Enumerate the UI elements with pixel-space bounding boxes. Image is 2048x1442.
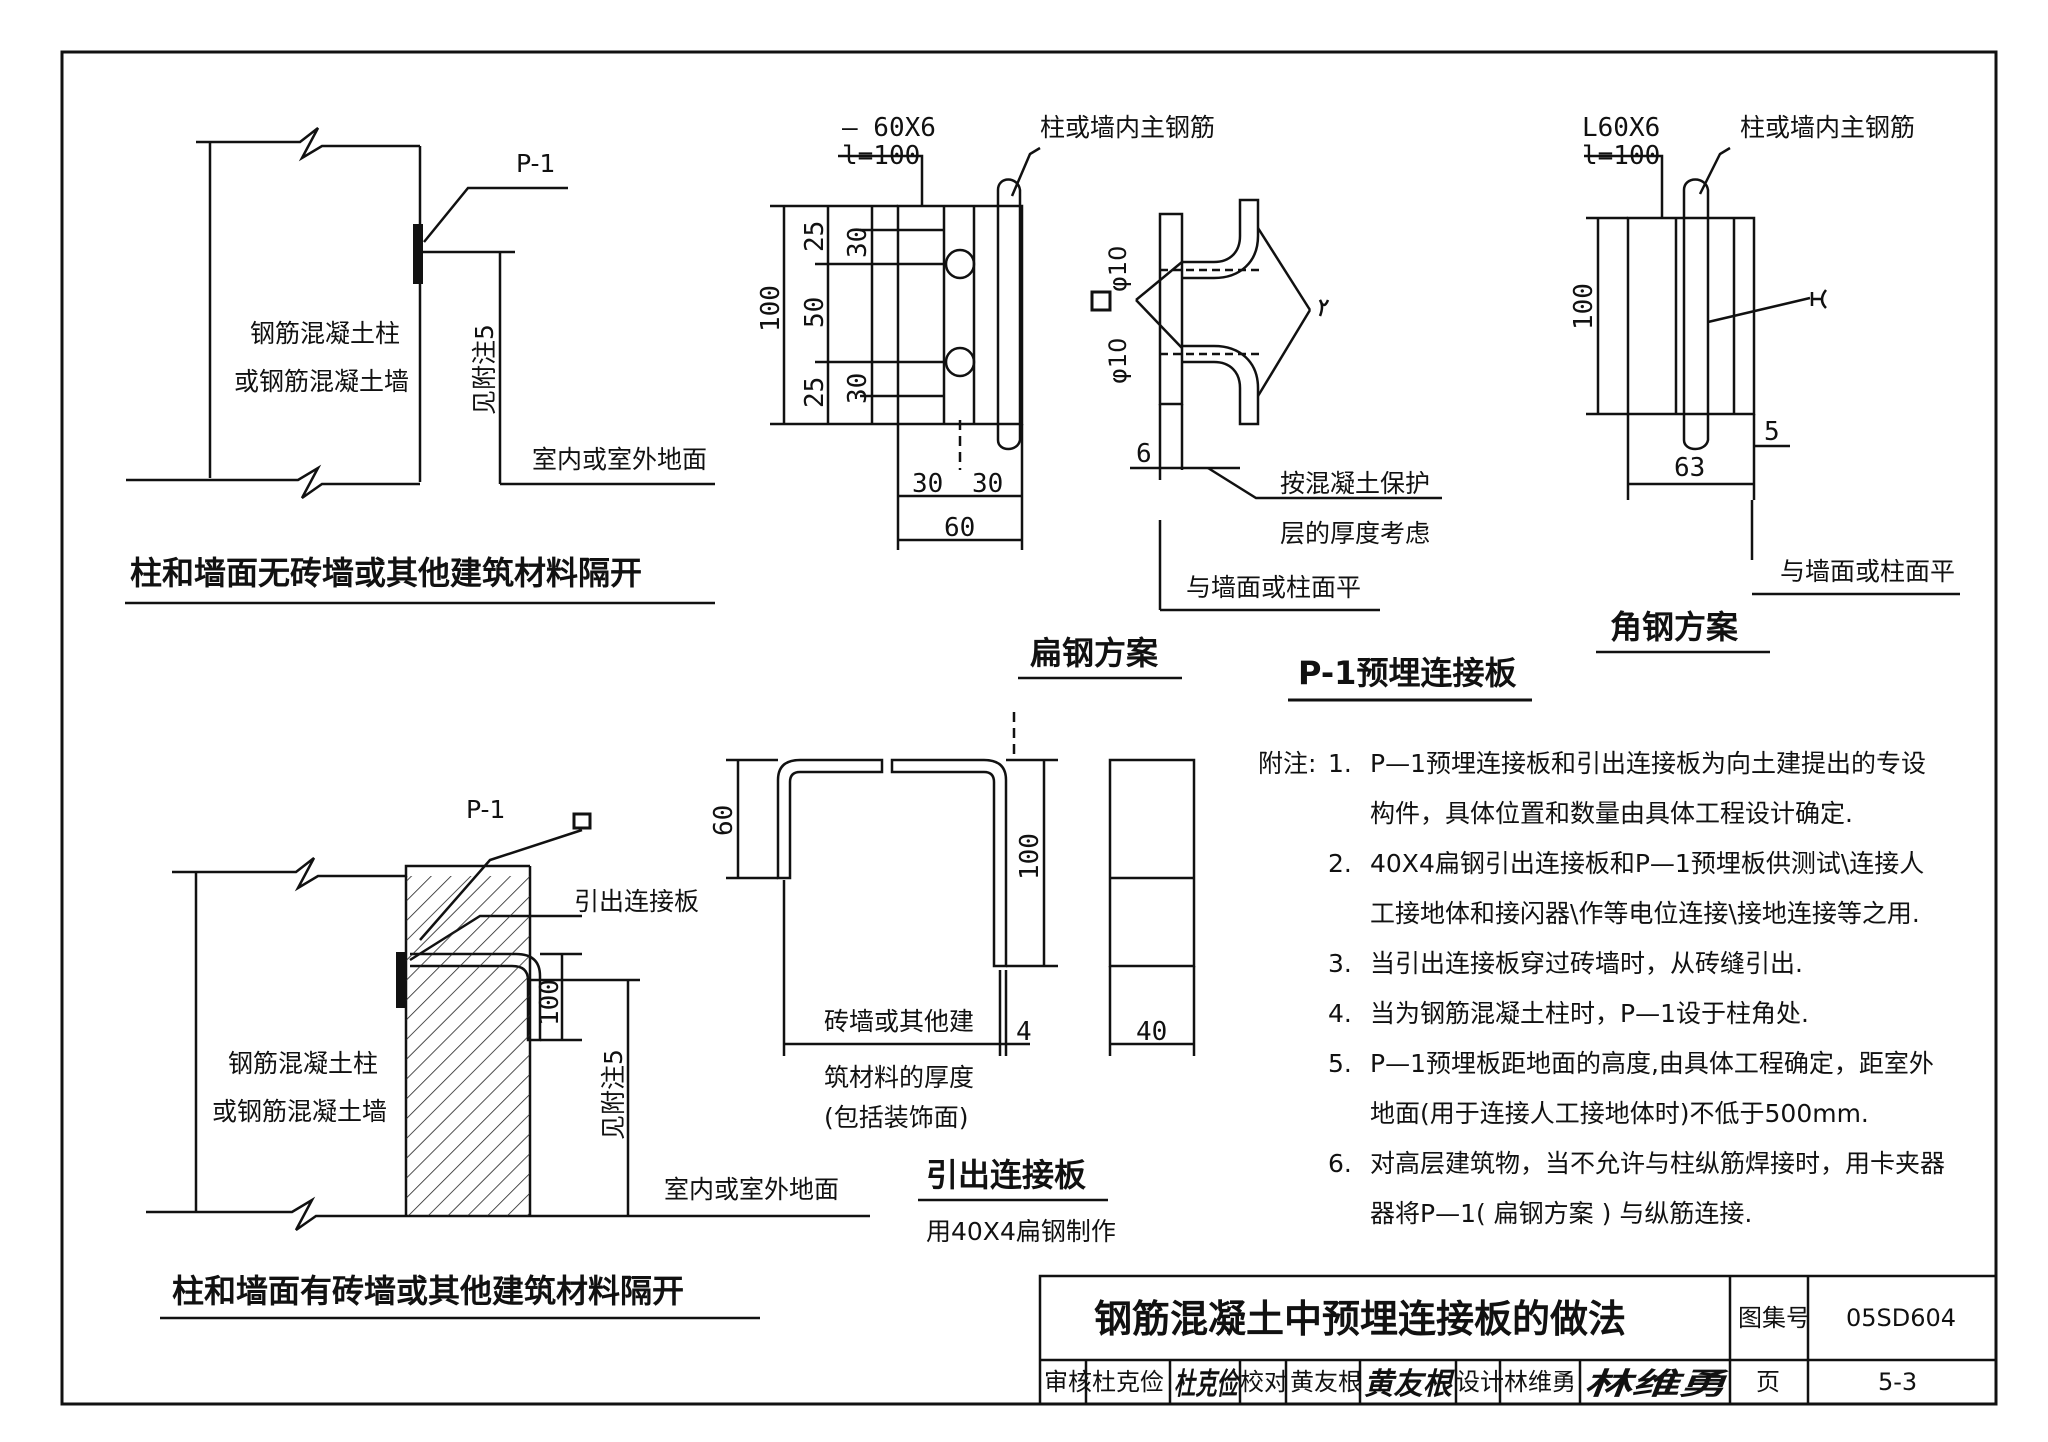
sheet-border	[60, 50, 1998, 1406]
brick-wall-hatch	[406, 876, 530, 1216]
wall-thickness-2: 筑材料的厚度	[824, 1063, 974, 1092]
reviewer-signature: 杜克俭	[1174, 1367, 1241, 1402]
flat-steel-scheme	[770, 146, 1182, 680]
ground-label-b: 室内或室外地面	[664, 1175, 839, 1204]
note-line: 对高层建筑物，当不允许与柱纵筋焊接时，用卡夹器	[1370, 1149, 1945, 1178]
wall-thickness-3: (包括装饰面)	[824, 1103, 969, 1132]
flat-rebar-label: 柱或墙内主钢筋	[1040, 113, 1215, 142]
notes-block: 附注: 1. P—1预埋连接板和引出连接板为向土建提出的专设构件，具体位置和数量由具…	[1258, 749, 1945, 1228]
cover-line-1: 按混凝土保护	[1280, 469, 1430, 498]
lead-dim-100: 100	[1015, 833, 1045, 880]
angle-spec-2: l=100	[1582, 141, 1660, 171]
flat-diam-bot: φ10	[1104, 338, 1132, 384]
note-number: 5.	[1328, 1049, 1352, 1078]
note-line: 构件，具体位置和数量由具体工程设计确定.	[1370, 799, 1853, 828]
flat-dim-25-top: 25	[800, 221, 830, 252]
angle-flush-label: 与墙面或柱面平	[1780, 557, 1955, 586]
lead-plate-marker	[572, 812, 592, 830]
designer-name: 林维勇	[1504, 1368, 1576, 1396]
dim-100-b: 100	[535, 979, 565, 1026]
flat-dim-25-bot: 25	[800, 377, 830, 408]
note-line: P—1预埋连接板和引出连接板为向土建提出的专设	[1370, 749, 1926, 778]
p1-plate-b	[396, 952, 406, 1008]
flat-dim-30-top: 30	[843, 227, 873, 258]
note-line: 器将P—1( 扁钢方案 ) 与纵筋连接.	[1370, 1199, 1752, 1228]
design-label: 设计	[1456, 1368, 1504, 1396]
lead-plate-label: 引出连接板	[574, 887, 699, 916]
tag-p1-b: P-1	[466, 795, 505, 824]
checker-signature: 黄友根	[1364, 1367, 1455, 1402]
flat-diam-top: φ10	[1104, 246, 1132, 292]
p1-section-title: P-1预埋连接板	[1298, 654, 1516, 692]
column-label-2: 或钢筋混凝土墙	[234, 367, 409, 396]
notes-heading: 附注:	[1258, 749, 1316, 778]
atlas-number: 05SD604	[1846, 1304, 1956, 1332]
note-line: 工接地体和接闪器\作等电位连接\接地连接等之用.	[1370, 899, 1920, 928]
note-line: 当引出连接板穿过砖墙时，从砖缝引出.	[1370, 949, 1803, 978]
flat-dim-50: 50	[800, 297, 830, 328]
cover-line-2: 层的厚度考虑	[1280, 519, 1430, 548]
lead-dim-60: 60	[709, 805, 739, 836]
page-label: 页	[1756, 1368, 1780, 1396]
atlas-label: 图集号	[1738, 1304, 1810, 1332]
lead-dim-4: 4	[1016, 1017, 1032, 1047]
flat-spec-1: — 60X6	[842, 113, 936, 143]
caption-with-brick: 柱和墙面有砖墙或其他建筑材料隔开	[172, 1272, 684, 1310]
note-number: 1.	[1328, 749, 1352, 778]
flat-dim-30-right: 30	[972, 469, 1003, 499]
page-number: 5-3	[1878, 1368, 1917, 1396]
caption-angle-steel: 角钢方案	[1610, 608, 1739, 646]
lead-plate-detail	[726, 712, 1196, 1202]
note-number: 2.	[1328, 849, 1352, 878]
angle-rebar-label: 柱或墙内主钢筋	[1740, 113, 1915, 142]
lead-plate-material: 用40X4扁钢制作	[926, 1217, 1116, 1246]
check-label: 校对	[1240, 1368, 1288, 1396]
angle-dim-5: 5	[1764, 417, 1780, 447]
wall-thickness-1: 砖墙或其他建	[824, 1007, 974, 1036]
caption-no-brick: 柱和墙面无砖墙或其他建筑材料隔开	[130, 554, 642, 592]
flat-flush-label: 与墙面或柱面平	[1186, 573, 1361, 602]
angle-dim-100: 100	[1569, 283, 1599, 330]
see-note-label: 见附注5	[470, 324, 499, 415]
title-block	[1038, 1274, 1998, 1406]
ground-label: 室内或室外地面	[532, 445, 707, 474]
column-label-b-1: 钢筋混凝土柱	[228, 1049, 378, 1078]
flat-dim-6: 6	[1136, 439, 1152, 469]
note-number: 6.	[1328, 1149, 1352, 1178]
lead-dim-40: 40	[1136, 1017, 1167, 1047]
flat-steel-side-view	[1130, 198, 1442, 612]
note-line: 当为钢筋混凝土柱时，P—1设于柱角处.	[1370, 999, 1809, 1028]
designer-signature: 林维勇	[1584, 1367, 1729, 1402]
flat-dim-30-left: 30	[912, 469, 943, 499]
note-number: 3.	[1328, 949, 1352, 978]
angle-spec-1: L60X6	[1582, 113, 1660, 143]
column-label-b-2: 或钢筋混凝土墙	[212, 1097, 387, 1126]
note-number: 4.	[1328, 999, 1352, 1028]
caption-lead-plate: 引出连接板	[926, 1156, 1086, 1194]
see-note-label-b: 见附注5	[599, 1049, 628, 1140]
reviewer-name: 杜克俭	[1092, 1368, 1164, 1396]
flat-spec-2: l=100	[842, 141, 920, 171]
p1-plate-a	[413, 224, 423, 284]
drawing-title: 钢筋混凝土中预埋连接板的做法	[1094, 1297, 1626, 1341]
note-line: 地面(用于连接人工接地体时)不低于500mm.	[1370, 1099, 1869, 1128]
note-line: 40X4扁钢引出连接板和P—1预埋板供测试\连接人	[1370, 849, 1924, 878]
flat-steel-marker	[1090, 290, 1112, 312]
flat-dim-30-bot: 30	[843, 373, 873, 404]
review-label: 审核	[1044, 1368, 1092, 1396]
angle-steel-scheme	[1584, 146, 1960, 654]
angle-dim-63: 63	[1674, 453, 1705, 483]
note-line: P—1预埋板距地面的高度,由具体工程确定，距室外	[1370, 1049, 1934, 1078]
caption-flat-steel: 扁钢方案	[1030, 634, 1159, 672]
column-label-1: 钢筋混凝土柱	[250, 319, 400, 348]
flat-dim-60: 60	[944, 513, 975, 543]
checker-name: 黄友根	[1290, 1368, 1362, 1396]
flat-dim-100: 100	[756, 285, 786, 332]
diagram-no-brick	[125, 127, 715, 605]
tag-p1-a: P-1	[516, 149, 555, 178]
